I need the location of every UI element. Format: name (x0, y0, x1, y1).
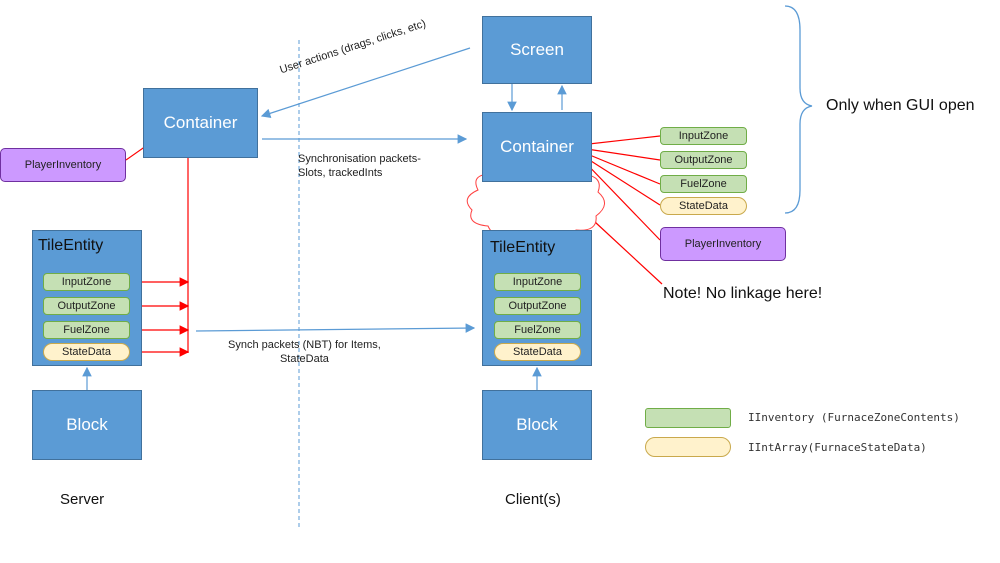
client-caption: Client(s) (505, 491, 561, 508)
client-block-box: Block (482, 390, 592, 460)
legend-inventory-swatch (645, 408, 731, 428)
client-te-output-zone: OutputZone (494, 297, 581, 315)
only-when-gui-label: Only when GUI open (826, 97, 975, 114)
client-te-fuel-zone: FuelZone (494, 321, 581, 339)
synch-nbt-line2: StateData (279, 353, 329, 365)
server-container-box: Container (143, 88, 258, 158)
client-screen-label: Screen (510, 40, 564, 59)
legend-inventory-label: IInventory (FurnaceZoneContents) (748, 411, 960, 424)
server-tile-entity-label: TileEntity (38, 237, 104, 254)
server-fuel-zone-label: FuelZone (63, 324, 110, 336)
server-player-inventory: PlayerInventory (0, 148, 126, 182)
client-output-link (578, 144, 661, 161)
server-container-label: Container (163, 113, 238, 132)
client-player-inv-link (579, 156, 661, 241)
client-fuel-zone: FuelZone (660, 175, 747, 193)
client-input-link (578, 135, 661, 149)
client-te-fuel-zone-label: FuelZone (514, 324, 561, 336)
client-container-label: Container (500, 137, 574, 156)
server-state-data: StateData (43, 343, 130, 361)
server-input-zone: InputZone (43, 273, 130, 291)
note-label: Note! No linkage here! (663, 285, 823, 302)
client-state-data-label: StateData (679, 200, 728, 212)
client-tile-entity-label: TileEntity (490, 239, 556, 256)
client-block-label: Block (516, 415, 558, 434)
client-screen-box: Screen (482, 16, 592, 84)
legend-int-array-label: IIntArray(FurnaceStateData) (748, 441, 927, 454)
client-input-zone-label: InputZone (678, 130, 729, 142)
client-output-zone: OutputZone (660, 151, 747, 169)
sync-packets-label: Synchronisation packets- Slots, trackedI… (298, 152, 421, 180)
server-state-data-label: StateData (62, 346, 111, 358)
server-fuel-zone: FuelZone (43, 321, 130, 339)
synch-nbt-line1: Synch packets (NBT) for Items, (228, 339, 381, 351)
client-te-state-data-label: StateData (513, 346, 562, 358)
client-input-zone: InputZone (660, 127, 747, 145)
server-player-inventory-label: PlayerInventory (24, 159, 102, 171)
server-output-zone-label: OutputZone (57, 300, 116, 312)
client-state-data: StateData (660, 197, 747, 215)
server-input-zone-label: InputZone (61, 276, 112, 288)
client-state-link (578, 153, 661, 206)
synch-nbt-label: Synch packets (NBT) for Items, StateData (228, 338, 381, 366)
client-te-input-zone: InputZone (494, 273, 581, 291)
client-te-state-data: StateData (494, 343, 581, 361)
client-player-inventory: PlayerInventory (660, 227, 786, 261)
sync-packets-line1: Synchronisation packets- (298, 153, 421, 165)
client-te-output-zone-label: OutputZone (508, 300, 567, 312)
legend-int-array-swatch (645, 437, 731, 457)
te-sync-arrow (195, 323, 476, 333)
client-fuel-zone-label: FuelZone (680, 178, 727, 190)
server-block-box: Block (32, 390, 142, 460)
client-player-inventory-label: PlayerInventory (684, 238, 762, 250)
client-output-zone-label: OutputZone (674, 154, 733, 166)
server-caption: Server (60, 491, 105, 508)
sync-packets-line2: Slots, trackedInts (298, 167, 383, 179)
gui-open-brace (784, 5, 813, 214)
client-fuel-link (578, 149, 661, 185)
note-pointer-line (594, 221, 663, 285)
client-container-box: Container (482, 112, 592, 182)
client-te-input-zone-label: InputZone (512, 276, 563, 288)
user-actions-arrow (260, 47, 471, 118)
server-output-zone: OutputZone (43, 297, 130, 315)
server-block-label: Block (66, 415, 108, 434)
